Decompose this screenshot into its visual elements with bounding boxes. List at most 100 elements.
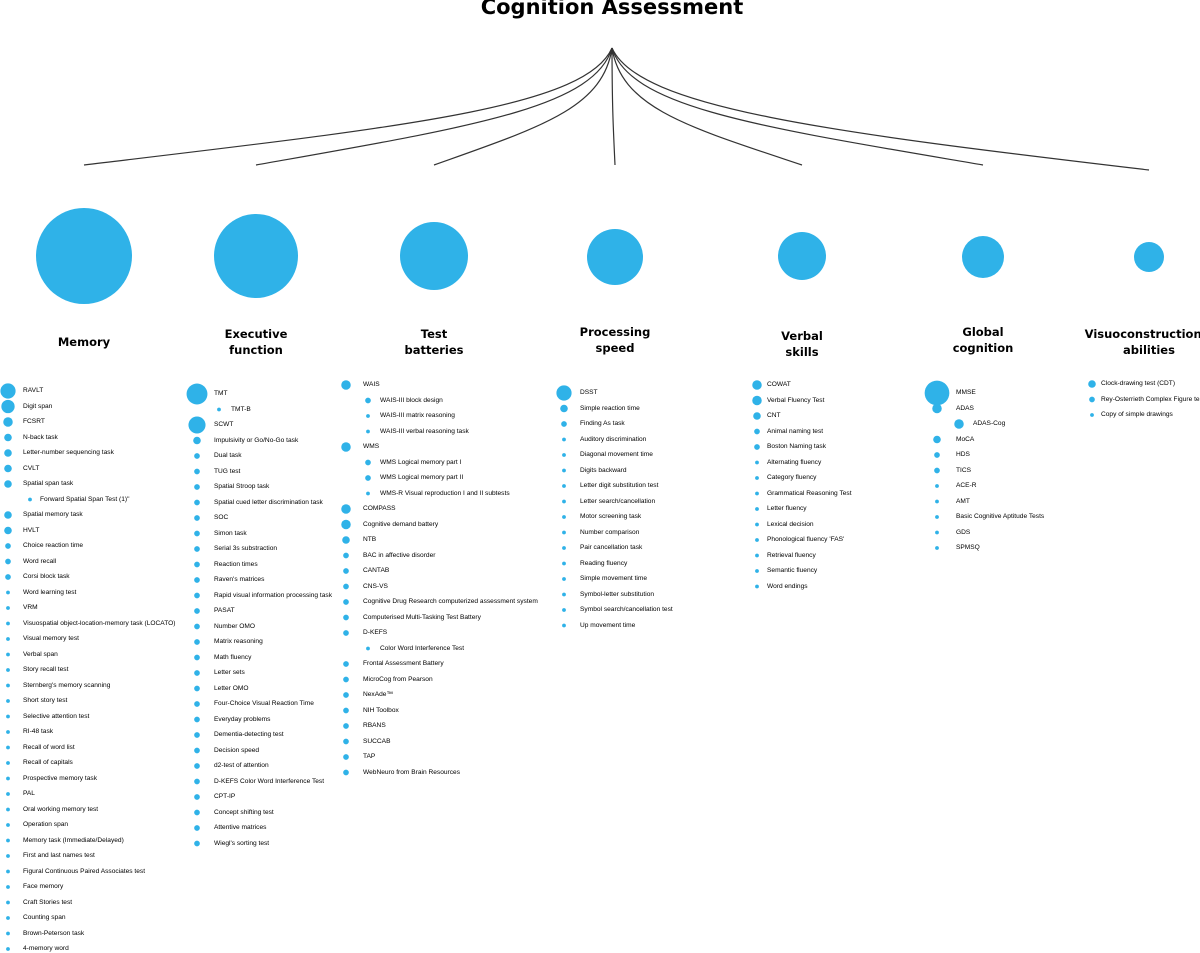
item-label: Spatial Stroop task	[214, 483, 270, 490]
category-label-line2: speed	[595, 341, 635, 355]
item-label: WAIS	[363, 381, 380, 388]
item-dot	[562, 577, 566, 581]
item-dot	[6, 900, 10, 905]
item-label: Raven's matrices	[214, 576, 265, 583]
item-dot	[5, 558, 11, 565]
item-dot	[755, 584, 759, 589]
item-dot	[343, 583, 349, 590]
item-dot	[755, 522, 759, 527]
item-label: Verbal span	[23, 650, 58, 658]
item-label: Phonological fluency 'FAS'	[767, 536, 845, 543]
item-label: COWAT	[767, 381, 791, 388]
item-dot	[755, 553, 759, 558]
item-dot	[343, 754, 349, 760]
item-label: Recall of word list	[23, 743, 75, 751]
item-dot	[5, 543, 11, 549]
item-dot	[6, 761, 10, 765]
item-dot	[194, 561, 200, 568]
item-label: VRM	[23, 604, 38, 611]
item-label: CVLT	[23, 464, 40, 472]
item-dot	[194, 546, 200, 552]
connector-0	[83, 47, 613, 166]
category-bubble	[36, 208, 132, 304]
item-label: RAVLT	[23, 387, 44, 394]
item-label: Story recall test	[23, 666, 69, 673]
item-label: Number OMO	[214, 622, 256, 630]
item-label: Sternberg's memory scanning	[23, 681, 111, 689]
item-label: Spatial memory task	[23, 511, 83, 518]
category-label-line1: Executive	[224, 327, 288, 341]
item-label: ADAS	[956, 404, 974, 412]
item-dot	[562, 623, 566, 628]
category-label-line2: function	[229, 343, 283, 357]
item-label: Prospective memory task	[23, 774, 98, 782]
item-label: Forward Spatial Span Test (1)"	[40, 495, 130, 503]
item-dot	[343, 661, 349, 667]
item-dot	[341, 504, 351, 514]
item-dot	[0, 383, 16, 399]
item-label: NTB	[363, 536, 377, 543]
item-dot	[6, 699, 10, 703]
item-label: Decision speed	[214, 746, 260, 754]
item-label: BAC in affective disorder	[363, 551, 436, 559]
item-dot	[755, 476, 759, 480]
category-label: Memory	[4, 334, 164, 350]
category-label-line1: Global	[962, 325, 1004, 339]
item-label: TUG test	[214, 467, 241, 475]
item-dot	[343, 568, 349, 574]
item-dot	[194, 468, 200, 475]
item-dot	[6, 637, 10, 641]
category-bubble	[587, 229, 643, 285]
item-label: MoCA	[956, 435, 975, 443]
item-label: RBANS	[363, 722, 386, 729]
item-dot	[4, 433, 12, 442]
item-dot	[6, 776, 10, 781]
item-dot	[194, 670, 200, 676]
item-label: Cognitive demand battery	[363, 520, 439, 528]
item-label: Rey-Osterrieth Complex Figure test	[1101, 395, 1200, 403]
item-dot	[4, 526, 12, 535]
item-dot	[6, 792, 10, 796]
item-dot	[1, 399, 15, 414]
item-label: Letter-number sequencing task	[23, 449, 114, 456]
item-label: HVLT	[23, 526, 40, 534]
item-dot	[4, 464, 12, 473]
item-label: Reaction times	[214, 560, 258, 568]
item-label: Counting span	[23, 914, 66, 921]
item-label: Letter digit substitution test	[580, 482, 659, 489]
item-dot	[754, 428, 760, 435]
item-label: Spatial cued letter discrimination task	[214, 498, 323, 506]
item-dot	[1089, 396, 1095, 403]
item-label: Retrieval fluency	[767, 551, 816, 559]
item-label: Color Word Interference Test	[380, 644, 465, 652]
item-label: Word recall	[23, 557, 57, 565]
connector-3	[611, 47, 616, 166]
item-dot	[194, 840, 200, 847]
item-dot	[4, 480, 12, 488]
item-label: Visuospatial object-location-memory task…	[23, 619, 176, 627]
category-bubble	[962, 236, 1004, 278]
item-label: 4-memory word	[23, 945, 69, 952]
item-dot	[755, 491, 759, 496]
item-label: Semantic fluency	[767, 567, 818, 574]
item-dot	[343, 769, 349, 776]
item-label: Verbal Fluency Test	[767, 396, 825, 404]
item-label: TMT	[214, 390, 228, 397]
item-dot	[755, 460, 759, 465]
item-label: Motor screening task	[580, 513, 642, 520]
item-label: Simple movement time	[580, 575, 648, 582]
category-label-line1: Visuoconstructional	[1084, 327, 1200, 341]
item-dot	[755, 507, 759, 511]
item-dot	[4, 511, 12, 519]
item-dot	[752, 380, 762, 390]
item-label: Word endings	[767, 582, 808, 590]
item-label: COMPASS	[363, 505, 396, 512]
item-label: MMSE	[956, 389, 976, 396]
category-label: Executive function	[176, 326, 336, 358]
item-dot	[194, 530, 200, 537]
item-label: Animal naming test	[767, 427, 824, 435]
item-dot	[562, 453, 566, 457]
category-label-line2: skills	[785, 345, 819, 359]
